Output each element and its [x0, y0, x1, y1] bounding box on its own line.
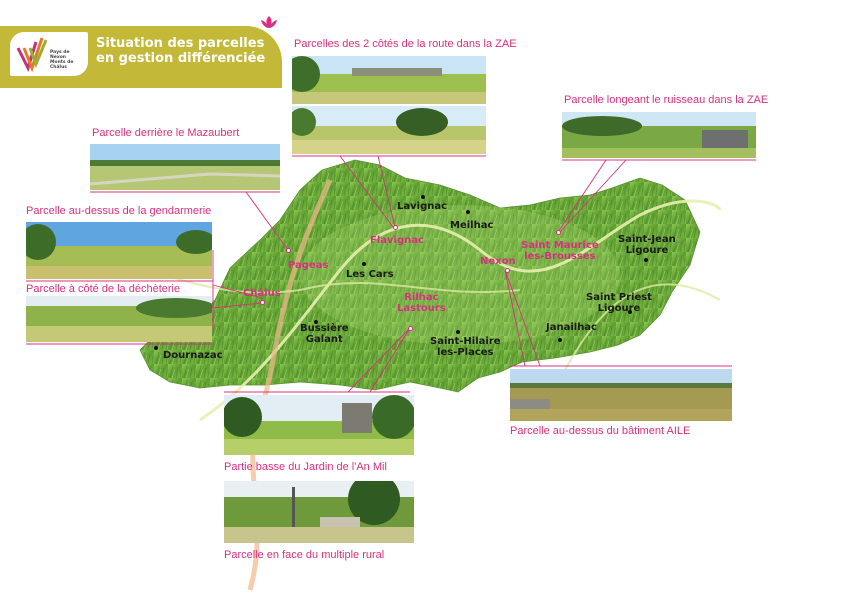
- caption-multiple-rural: Parcelle en face du multiple rural: [224, 549, 385, 561]
- caption-gendarmerie: Parcelle au-dessus de la gendarmerie: [26, 205, 212, 217]
- caption-zae-route: Parcelles des 2 côtés de la route dans l…: [294, 38, 517, 50]
- town-dournazac: Dournazac: [163, 350, 223, 361]
- road-curve: [559, 283, 721, 381]
- town-st-maurice: Saint Maurice les-Brousses: [521, 240, 599, 262]
- photo-ruisseau: [562, 112, 756, 158]
- town-rilhac: Rilhac Lastours: [397, 292, 446, 314]
- caption-decheterie: Parcelle à côté de la déchèterie: [26, 283, 181, 295]
- town-janailhac: Janailhac: [546, 322, 597, 333]
- caption-ruisseau: Parcelle longeant le ruisseau dans la ZA…: [564, 94, 769, 106]
- town-meilhac: Meilhac: [450, 220, 494, 231]
- town-st-priest-ligoure: Saint Priest Ligoure: [586, 292, 652, 314]
- map-highlight: [300, 205, 620, 345]
- town-dot: [628, 310, 632, 314]
- leader-lines: [26, 155, 756, 393]
- title-line2: en gestion différenciée: [96, 51, 266, 66]
- town-dot: [362, 262, 366, 266]
- caption-an-mil: Partie basse du Jardin de l'An Mil: [224, 461, 387, 473]
- town-st-hilaire-les-places: Saint-Hilaire les-Places: [430, 336, 501, 358]
- town-bussiere-galant: Bussière Galant: [300, 323, 349, 345]
- town-dot-highlight: [505, 268, 510, 273]
- photo-aile: [510, 369, 732, 421]
- road-curve: [199, 199, 722, 422]
- caption-mazaubert: Parcelle derrière le Mazaubert: [92, 127, 240, 139]
- town-dot: [558, 338, 562, 342]
- town-st-jean-ligoure: Saint-Jean Ligoure: [618, 234, 676, 256]
- town-pageas: Pageas: [288, 260, 329, 271]
- town-chalus: Châlus: [243, 288, 281, 299]
- photo-zae-route-2: [292, 106, 486, 154]
- photo-multiple-rural: [224, 481, 414, 543]
- lotus-icon: [261, 16, 277, 28]
- town-dot-highlight: [260, 300, 265, 305]
- town-dot: [644, 258, 648, 262]
- town-dot-highlight: [408, 326, 413, 331]
- town-dot: [314, 320, 318, 324]
- town-flavignac: Flavignac: [370, 235, 424, 246]
- page-title: Situation des parcelles en gestion diffé…: [96, 36, 276, 66]
- town-les-cars: Les Cars: [346, 269, 394, 280]
- town-lavignac: Lavignac: [397, 201, 448, 212]
- town-nexon: Nexon: [480, 256, 516, 267]
- photo-gendarmerie: [26, 222, 212, 279]
- town-dot-highlight: [393, 225, 398, 230]
- logo-line2: Monts de Châlus: [50, 60, 74, 70]
- logo-line1: Pays de Nexon: [50, 50, 70, 60]
- town-dot: [421, 195, 425, 199]
- photo-mazaubert: [90, 144, 280, 190]
- town-dot-highlight: [286, 248, 291, 253]
- title-line1: Situation des parcelles: [96, 36, 265, 51]
- photo-zae-route-1: [292, 56, 486, 104]
- photo-decheterie: [26, 296, 212, 342]
- photo-an-mil: [224, 395, 414, 455]
- town-dot: [466, 210, 470, 214]
- logo: Pays de Nexon Monts de Châlus: [10, 32, 88, 76]
- town-dot-highlight: [556, 230, 561, 235]
- town-dot: [154, 346, 158, 350]
- logo-mark-icon: [16, 37, 48, 73]
- caption-aile: Parcelle au-dessus du bâtiment AILE: [510, 425, 691, 437]
- town-dot: [456, 330, 460, 334]
